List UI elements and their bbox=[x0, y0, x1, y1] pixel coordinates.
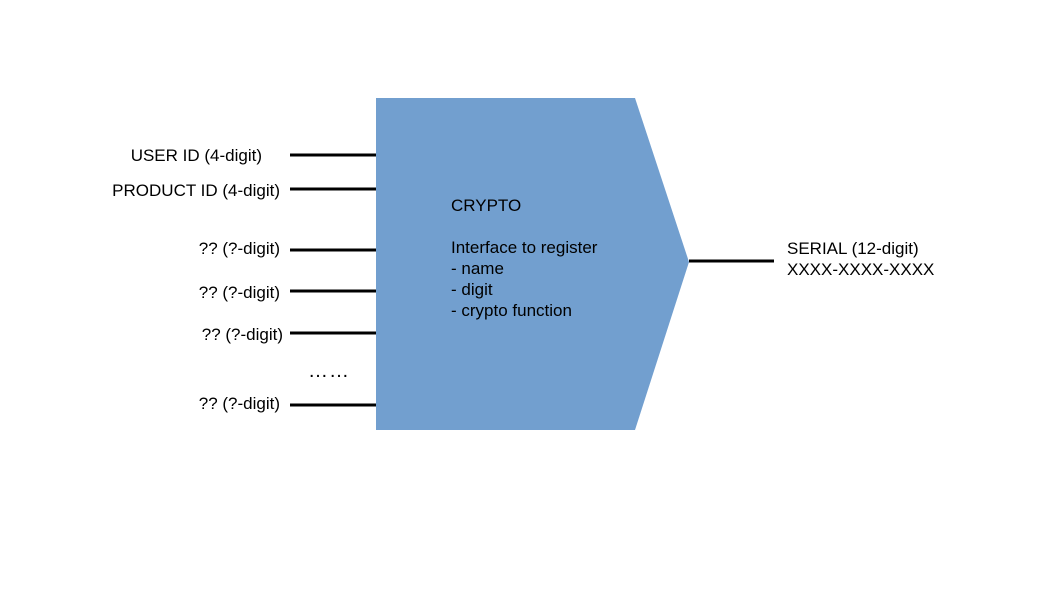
output-label-serial: SERIAL (12-digit) bbox=[787, 239, 919, 258]
more-inputs-ellipsis: …… bbox=[308, 360, 350, 382]
crypto-block-item-digit: - digit bbox=[451, 280, 493, 299]
crypto-block-item-function: - crypto function bbox=[451, 301, 572, 320]
input-label-unknown-3: ?? (?-digit) bbox=[201, 325, 283, 344]
crypto-block-item-name: - name bbox=[451, 259, 504, 278]
input-label-product-id: PRODUCT ID (4-digit) bbox=[112, 181, 280, 200]
input-label-user-id: USER ID (4-digit) bbox=[130, 146, 262, 165]
output-serial-format: XXXX-XXXX-XXXX bbox=[787, 260, 935, 279]
input-label-unknown-4: ?? (?-digit) bbox=[198, 394, 280, 413]
input-label-unknown-1: ?? (?-digit) bbox=[198, 239, 280, 258]
crypto-block-shape bbox=[376, 98, 689, 430]
input-label-unknown-2: ?? (?-digit) bbox=[198, 283, 280, 302]
crypto-block-subtitle: Interface to register bbox=[451, 238, 598, 257]
crypto-block-title: CRYPTO bbox=[451, 196, 522, 215]
